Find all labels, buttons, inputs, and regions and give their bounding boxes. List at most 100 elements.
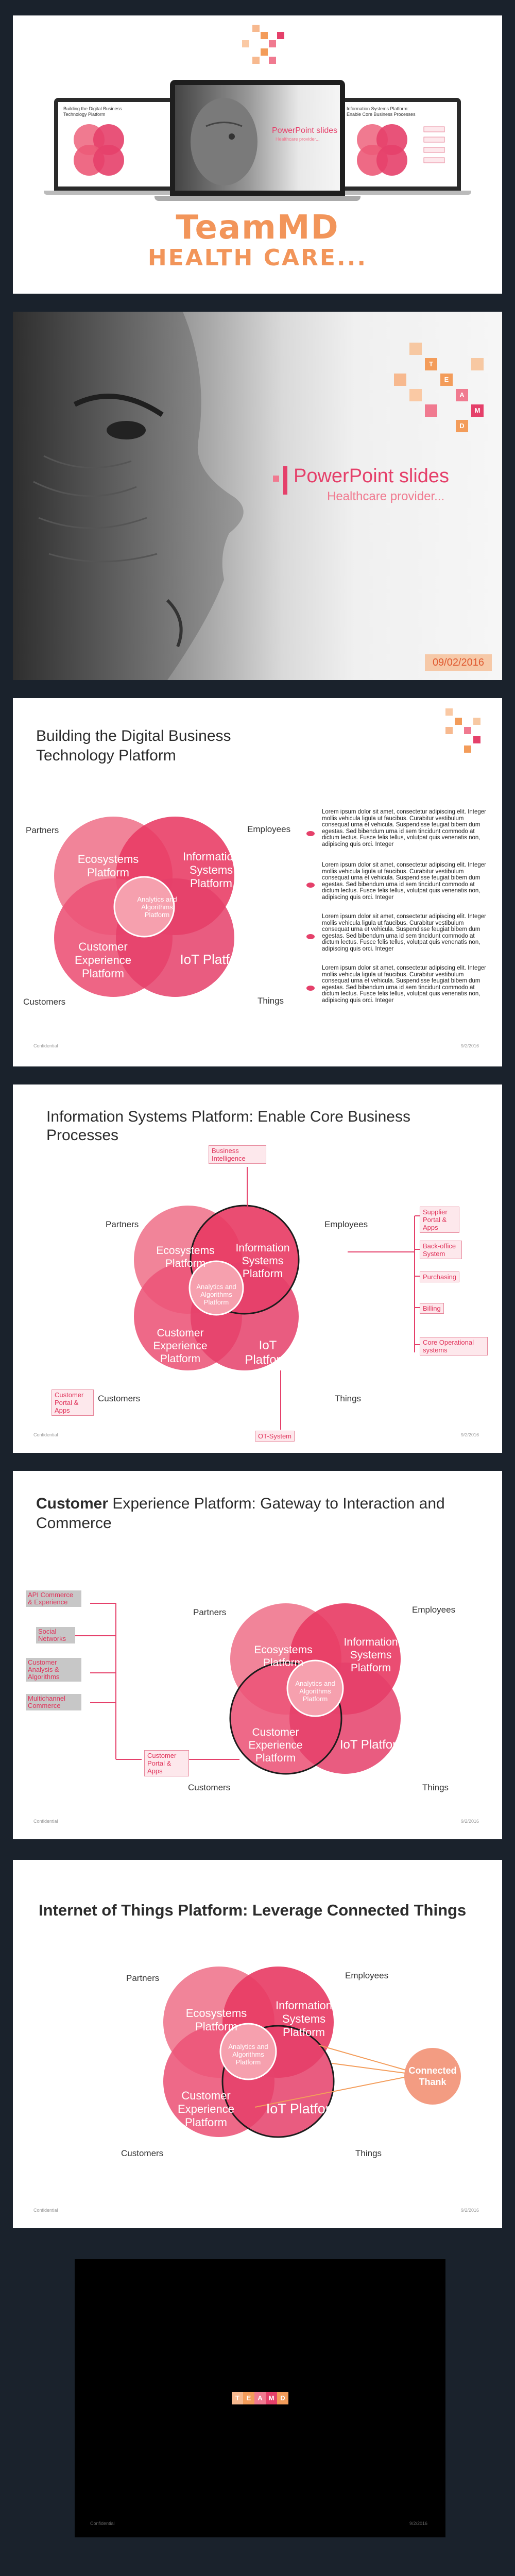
venn-label-iot: IoT Platform — [339, 1738, 407, 1752]
venn-label-iot: IoT Platform — [266, 2101, 342, 2116]
venn-label-center: Analytics and Algorithms Platform — [137, 895, 177, 919]
venn-label-info: Information Systems Platform — [344, 1636, 398, 1674]
node-customer-analysis: Customer Analysis & Algorithms — [26, 1658, 81, 1682]
bullet-icon — [306, 934, 315, 939]
mosaic-logo — [445, 708, 480, 753]
venn-label-center: Analytics and Algorithms Platform — [196, 1283, 236, 1306]
venn-label-info: Information Systems Platform — [275, 1999, 333, 2039]
label-partners: Partners — [193, 1607, 227, 1617]
slide-title: PowerPoint slides — [294, 465, 450, 487]
laptop-right: Information Systems Platform: Enable Cor… — [337, 98, 461, 191]
node-purchasing: Purchasing — [420, 1272, 460, 1282]
label-employees: Employees — [324, 1219, 368, 1229]
node-api-commerce: API Commerce & Experience — [26, 1590, 81, 1607]
laptop-center-title: PowerPoint slides — [272, 126, 338, 135]
slide-title: Internet of Things Platform: Leverage Co… — [39, 1901, 467, 1919]
laptop-left: Building the Digital Business Technology… — [54, 98, 178, 191]
venn-label-info: Information Systems Platform — [182, 850, 240, 890]
node-supplier-portal: Supplier Portal & Apps — [420, 1207, 459, 1233]
slide-closing-black: T E A M D Confidential 9/2/2016 — [75, 2259, 445, 2537]
footer-left: Confidential — [33, 2208, 58, 2213]
venn-label-iot: IoT Platform — [180, 952, 253, 967]
slide-iot-platform: Internet of Things Platform: Leverage Co… — [13, 1860, 502, 2228]
footer-right: 9/2/2016 — [461, 1432, 479, 1437]
label-employees: Employees — [247, 824, 291, 834]
node-ot-system: OT-System — [255, 1431, 295, 1442]
iot-venn-diagram — [163, 1967, 335, 2138]
footer-left: Confidential — [33, 1432, 58, 1437]
slide-subtitle: Healthcare provider... — [327, 489, 445, 503]
venn-label-eco: Ecosystems Platform — [254, 1644, 313, 1669]
laptop-left-title: Building the Digital Business Technology… — [63, 106, 122, 117]
mosaic-letter-m: M — [266, 2392, 277, 2404]
label-customers: Customers — [98, 1394, 141, 1403]
footer-left: Confidential — [90, 2521, 115, 2526]
laptop-right-title: Information Systems Platform: Enable Cor… — [347, 106, 416, 117]
footer-right: 9/2/2016 — [461, 1819, 479, 1824]
node-multichannel: Multichannel Commerce — [26, 1694, 81, 1710]
bullet-icon — [306, 831, 315, 836]
slide-building-platform: Building the Digital Business Technology… — [13, 698, 502, 1066]
node-business-intelligence: Business Intelligence — [209, 1145, 266, 1164]
venn-label-cx: Customer Experience Platform — [153, 1327, 208, 1365]
mosaic-letter-e: E — [243, 2392, 254, 2404]
paragraph-1: Lorem ipsum dolor sit amet, consectetur … — [322, 809, 486, 848]
brand-line2: HEALTH CARE... — [147, 245, 368, 271]
brand-line1: TeamMD — [176, 209, 339, 247]
mosaic-letter-e: E — [440, 374, 453, 386]
elderly-face-photo — [13, 312, 244, 680]
paragraph-2: Lorem ipsum dolor sit amet, consectetur … — [322, 862, 486, 901]
laptop-center-subtitle: Healthcare provider... — [276, 137, 320, 142]
slide-title: Building the Digital Business Technology… — [36, 727, 231, 764]
node-customer-portal: Customer Portal & Apps — [144, 1750, 189, 1776]
label-things: Things — [335, 1394, 362, 1403]
label-partners: Partners — [106, 1219, 139, 1229]
connector-lines — [247, 1167, 420, 1430]
slide-title: Customer Experience Platform: Gateway to… — [36, 1494, 489, 1533]
slide-info-systems: Information Systems Platform: Enable Cor… — [13, 1084, 502, 1453]
venn-label-info: Information Systems Platform — [235, 1242, 290, 1280]
mosaic-letter-a: A — [254, 2392, 266, 2404]
venn-label-cx: Customer Experience Platform — [248, 1726, 303, 1764]
node-core-operational: Core Operational systems — [420, 1337, 488, 1355]
platform-venn-diagram — [54, 817, 234, 997]
node-connected-thank: Connected Thank — [404, 2048, 461, 2105]
footer-right: 9/2/2016 — [409, 2521, 428, 2526]
label-customers: Customers — [188, 1783, 231, 1792]
slide-title: Information Systems Platform: Enable Cor… — [46, 1108, 410, 1144]
title-bold: Customer — [36, 1495, 109, 1512]
label-things: Things — [355, 2148, 382, 2158]
venn-label-eco: Ecosystems Platform — [77, 853, 139, 879]
footer-right: 9/2/2016 — [461, 1043, 479, 1048]
mosaic-letter-d: D — [456, 420, 468, 432]
team-mosaic-strip: T E A M D — [232, 2392, 294, 2405]
mosaic-letter-d: D — [277, 2392, 288, 2404]
node-social-networks: Social Networks — [36, 1627, 75, 1643]
label-customers: Customers — [23, 997, 66, 1007]
venn-label-cx: Customer Experience Platform — [177, 2089, 235, 2129]
label-partners: Partners — [26, 825, 59, 835]
label-things: Things — [258, 996, 284, 1006]
paragraph-3: Lorem ipsum dolor sit amet, consectetur … — [322, 913, 486, 952]
node-customer-portal: Customer Portal & Apps — [52, 1389, 94, 1416]
venn-label-center: Analytics and Algorithms Platform — [228, 2043, 268, 2066]
footer-right: 9/2/2016 — [461, 2208, 479, 2213]
venn-label-center: Analytics and Algorithms Platform — [295, 1680, 335, 1703]
slide-cover-laptops: Building the Digital Business Technology… — [13, 15, 502, 294]
footer-left: Confidential — [33, 1043, 58, 1048]
venn-label-iot: IoT Platform — [245, 1338, 291, 1367]
node-billing: Billing — [420, 1303, 444, 1314]
connector-lines — [254, 2045, 410, 2108]
title-rest: Experience Platform: Gateway to Interact… — [36, 1495, 445, 1532]
node-back-office: Back-office System — [420, 1241, 462, 1259]
paragraph-4: Lorem ipsum dolor sit amet, consectetur … — [322, 965, 486, 1004]
label-partners: Partners — [126, 1973, 160, 1983]
mosaic-letter-m: M — [471, 404, 484, 417]
title-accent-bar — [283, 466, 287, 495]
mosaic-logo — [242, 25, 284, 64]
slide-title-photo: T E A M D PowerPoint slides Healthcare p… — [13, 312, 502, 680]
connector-lines — [75, 1603, 239, 1760]
venn-label-eco: Ecosystems Platform — [185, 2007, 247, 2033]
slide-customer-experience: Customer Experience Platform: Gateway to… — [13, 1471, 502, 1839]
laptop-center: PowerPoint slides Healthcare provider... — [170, 80, 345, 196]
